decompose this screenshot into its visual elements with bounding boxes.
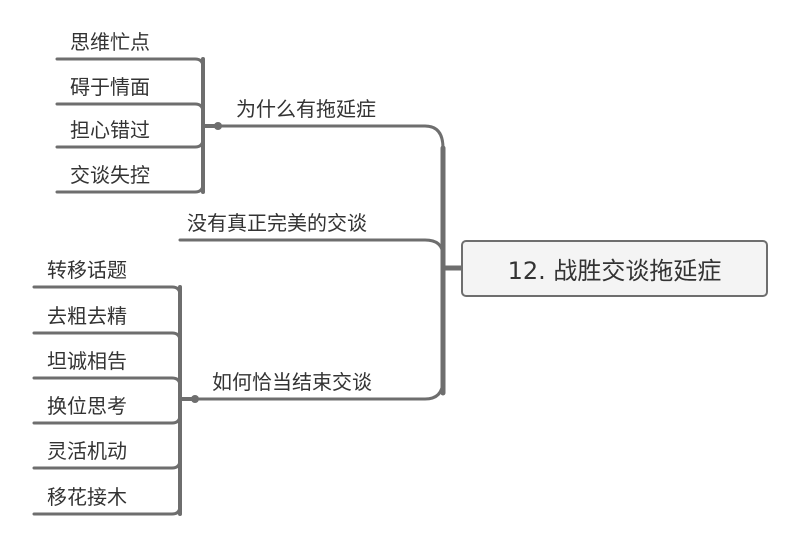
branch-title-how-end[interactable]: 如何恰当结束交谈 <box>212 370 372 394</box>
leaf-node[interactable]: 移花接木 <box>47 485 127 509</box>
leaf-node[interactable]: 担心错过 <box>70 118 150 142</box>
root-node[interactable]: 12. 战胜交谈拖延症 <box>461 240 768 297</box>
branch-title-why[interactable]: 为什么有拖延症 <box>236 97 376 121</box>
leaf-node[interactable]: 灵活机动 <box>47 439 127 463</box>
leaf-node[interactable]: 思维忙点 <box>70 30 150 54</box>
branch-line-no-perfect <box>178 238 445 258</box>
branch-line-how-end <box>193 378 445 401</box>
root-node-title: 12. 战胜交谈拖延症 <box>507 257 722 285</box>
leaf-node[interactable]: 去粗去精 <box>47 304 127 328</box>
leaf-node[interactable]: 交谈失控 <box>70 163 150 187</box>
branch-line-why <box>216 124 445 150</box>
leaf-node[interactable]: 碍于情面 <box>70 75 150 99</box>
leaf-node[interactable]: 转移话题 <box>47 258 127 282</box>
leaf-node[interactable]: 坦诚相告 <box>47 349 127 373</box>
branch-title-no-perfect[interactable]: 没有真正完美的交谈 <box>187 211 367 235</box>
leaf-node[interactable]: 换位思考 <box>47 394 127 418</box>
